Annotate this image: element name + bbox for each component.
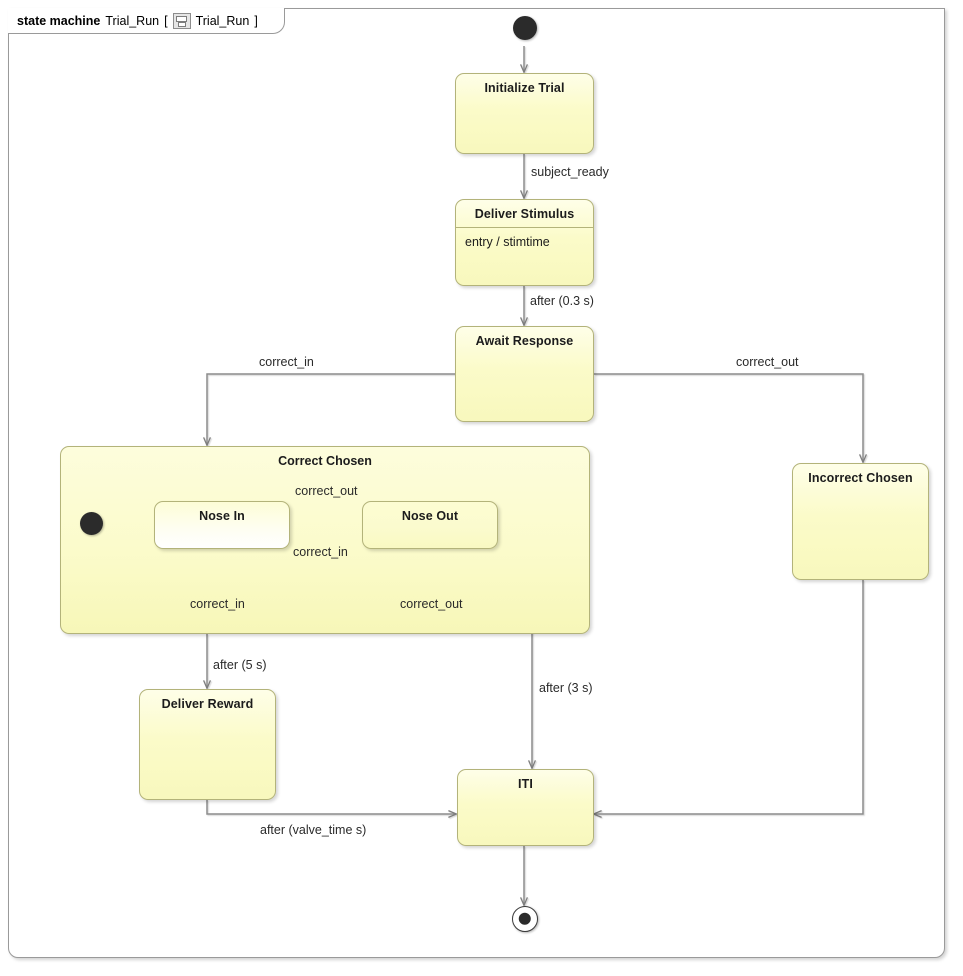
region-initial-pseudostate [80, 512, 103, 535]
state-deliver-stimulus-entry: entry / stimtime [465, 235, 550, 249]
state-machine-icon [172, 12, 191, 29]
substate-nose-in[interactable]: Nose In [154, 501, 290, 549]
frame-name: Trial_Run [105, 13, 160, 28]
label-nosein-to-noseout: correct_out [295, 484, 358, 498]
label-noseout-to-iti: after (3 s) [539, 681, 593, 695]
frame-keyword: state machine [17, 13, 101, 28]
label-noseout-self: correct_out [400, 597, 463, 611]
state-iti-label: ITI [518, 777, 533, 791]
label-await-to-correct: correct_in [259, 355, 314, 369]
substate-nose-in-label: Nose In [199, 509, 245, 523]
state-iti[interactable]: ITI [457, 769, 594, 846]
substate-nose-out[interactable]: Nose Out [362, 501, 498, 549]
composite-state-correct-chosen[interactable]: Correct Chosen [60, 446, 590, 634]
state-initialize-trial[interactable]: Initialize Trial [455, 73, 594, 154]
final-state [512, 906, 538, 932]
initial-pseudostate [513, 16, 537, 40]
state-deliver-stimulus-label: Deliver Stimulus [474, 207, 575, 221]
state-incorrect-chosen-label: Incorrect Chosen [808, 471, 913, 485]
frame-bracket-open: [ [164, 13, 168, 28]
label-noseout-to-nosein: correct_in [293, 545, 348, 559]
state-initialize-trial-label: Initialize Trial [484, 81, 565, 95]
composite-state-correct-chosen-label: Correct Chosen [278, 454, 372, 468]
frame-bracket-close: ] [254, 13, 258, 28]
state-deliver-stimulus[interactable]: Deliver Stimulus entry / stimtime [455, 199, 594, 286]
label-reward-to-iti: after (valve_time s) [260, 823, 367, 837]
label-init-to-stimulus: subject_ready [531, 165, 609, 179]
state-compartment-divider [456, 227, 593, 228]
substate-nose-out-label: Nose Out [401, 509, 459, 523]
state-deliver-reward-label: Deliver Reward [161, 697, 254, 711]
state-await-response[interactable]: Await Response [455, 326, 594, 422]
frame-header-label: state machine Trial_Run [ Trial_Run ] [8, 8, 285, 34]
frame-context-name: Trial_Run [195, 13, 250, 28]
label-await-to-incorrect: correct_out [736, 355, 799, 369]
state-deliver-reward[interactable]: Deliver Reward [139, 689, 276, 800]
state-incorrect-chosen[interactable]: Incorrect Chosen [792, 463, 929, 580]
label-nosein-self: correct_in [190, 597, 245, 611]
label-correct-to-reward: after (5 s) [213, 658, 267, 672]
state-await-response-label: Await Response [475, 334, 574, 348]
label-stimulus-to-await: after (0.3 s) [530, 294, 594, 308]
